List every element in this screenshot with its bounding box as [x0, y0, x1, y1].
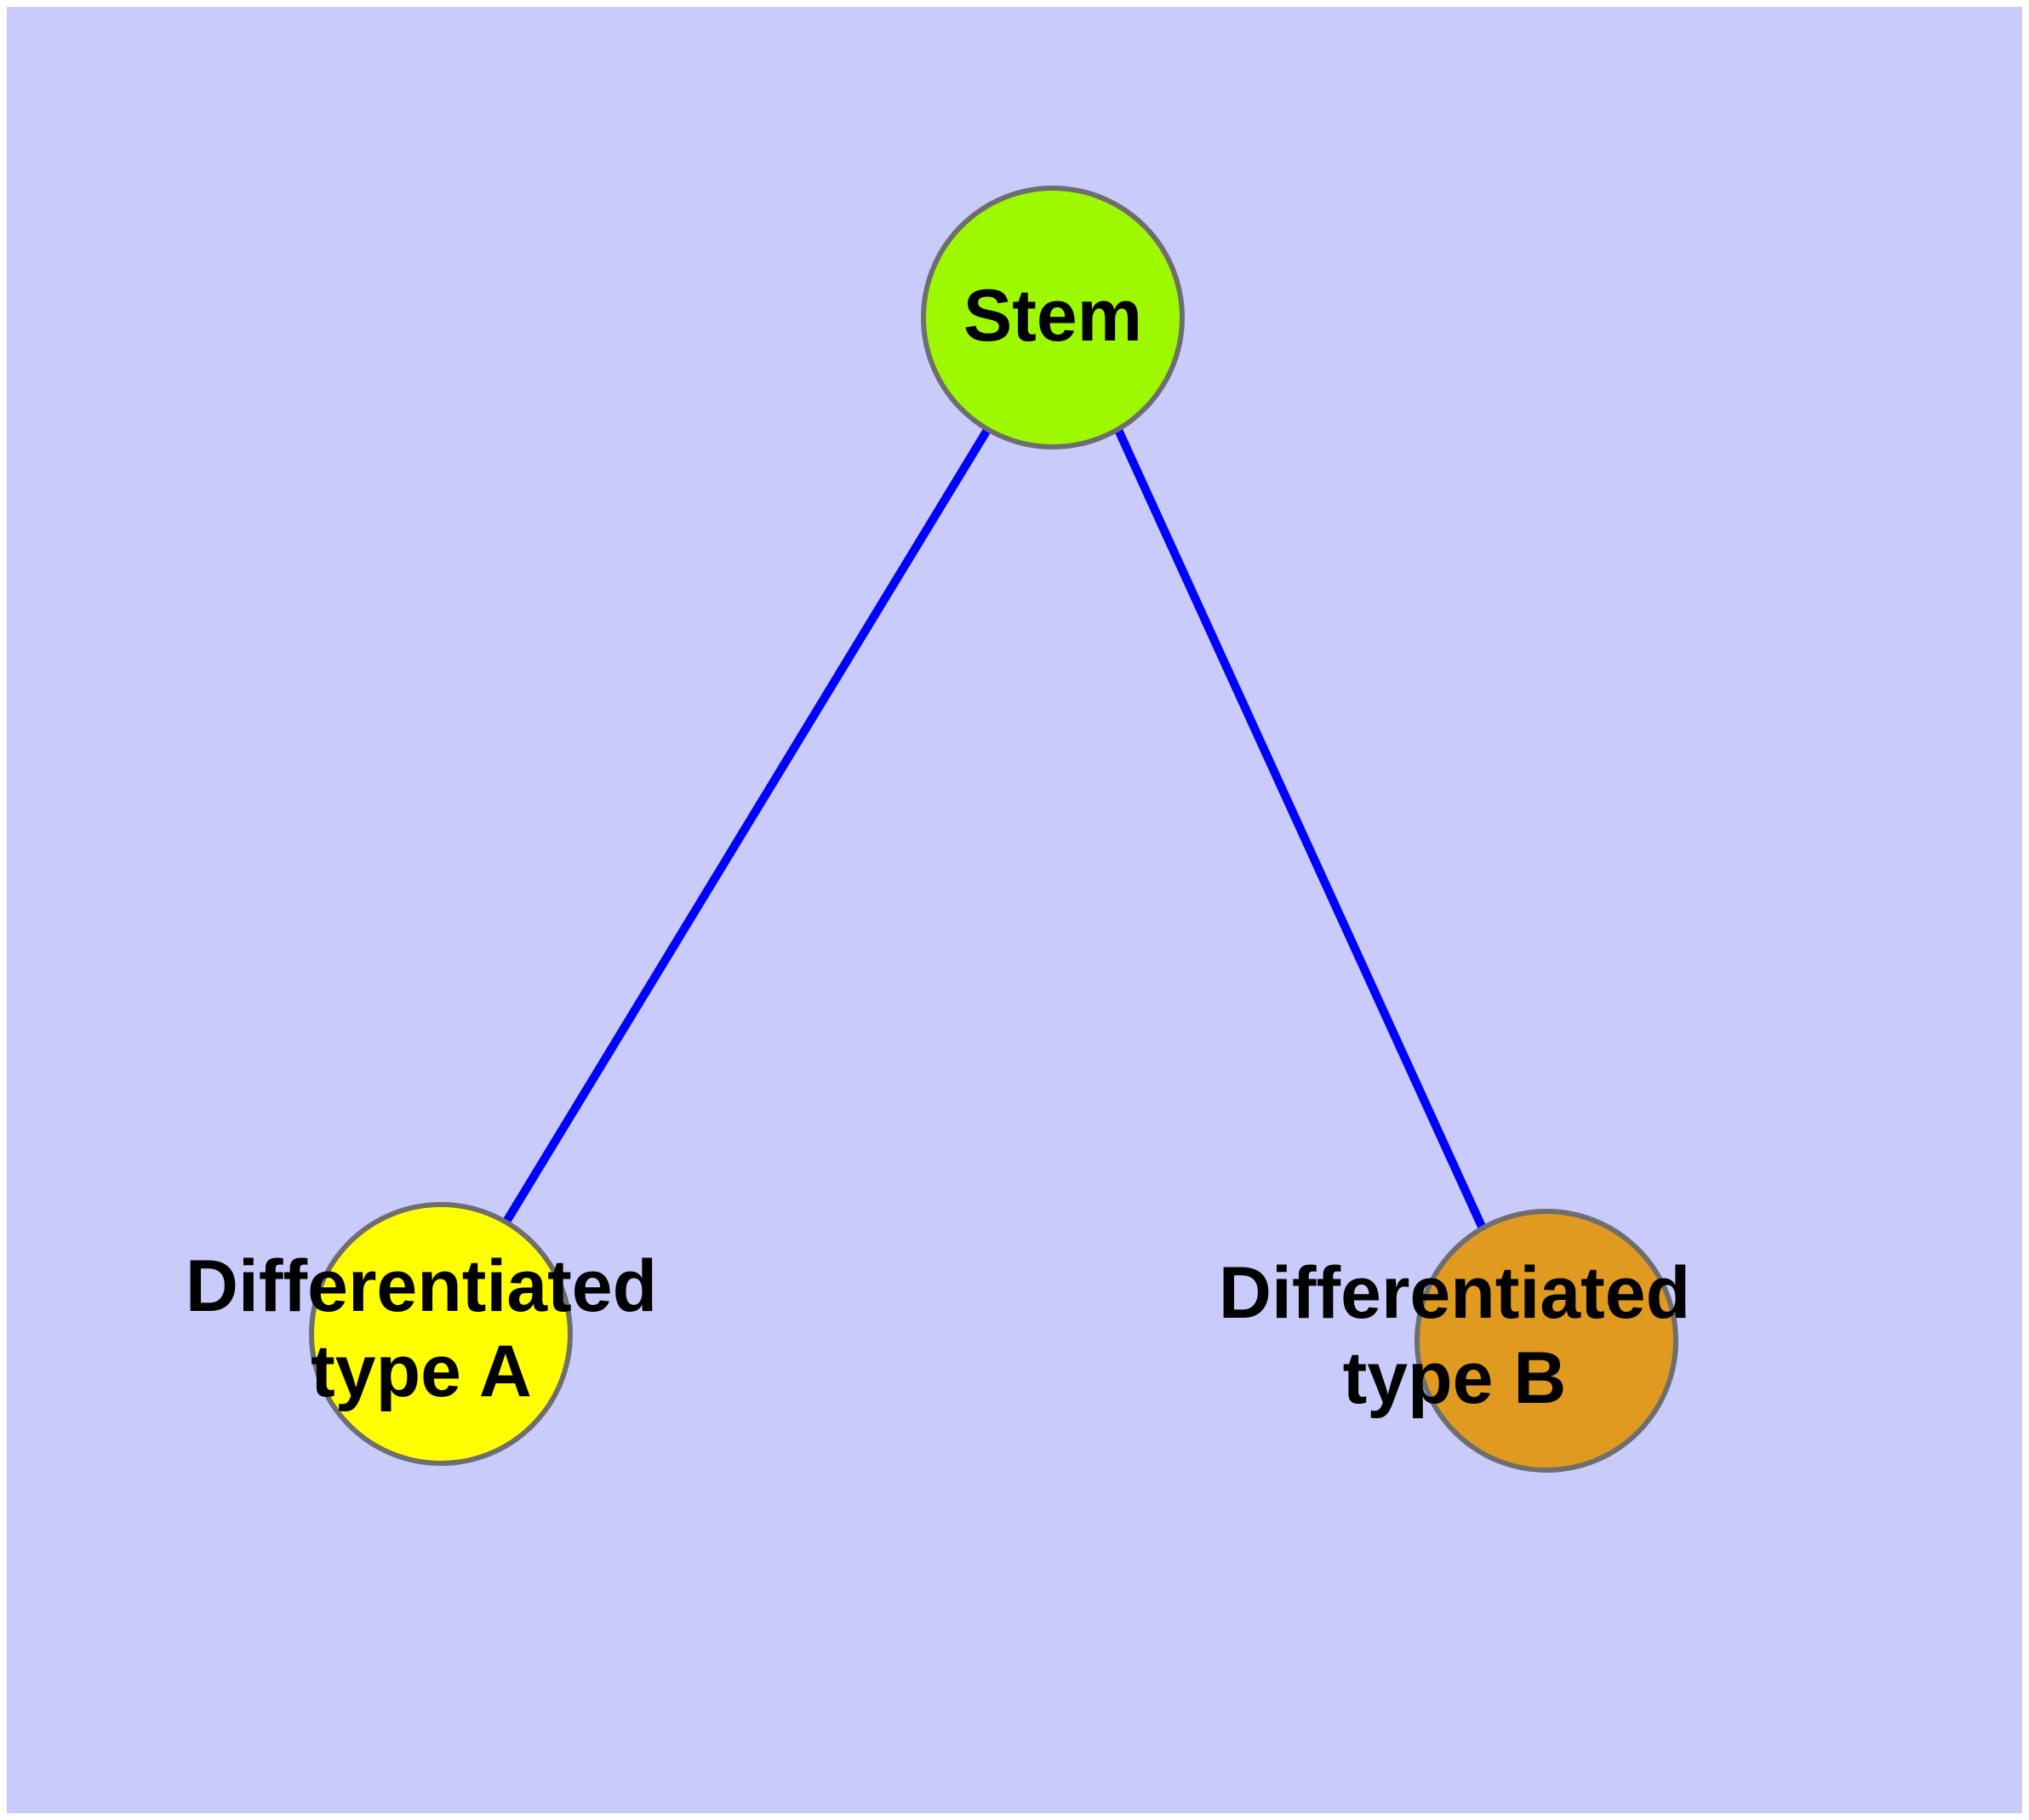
edge-stem-to-differentiated-type-a[interactable]	[502, 427, 992, 1224]
node-label-line: type A	[311, 1331, 532, 1412]
edge-group	[502, 427, 1487, 1231]
node-stem-label: Stem	[963, 275, 1142, 357]
node-label-line: type B	[1343, 1337, 1567, 1419]
node-stem-circle[interactable]	[921, 186, 1185, 449]
node-differentiated-type-a-circle[interactable]	[309, 1202, 573, 1466]
node-label-line: Stem	[963, 275, 1142, 357]
edge-stem-to-differentiated-type-b[interactable]	[1114, 427, 1487, 1231]
node-differentiated-type-b-circle[interactable]	[1415, 1209, 1678, 1473]
node-label-line: Differentiated	[186, 1245, 657, 1327]
node-label-line: Differentiated	[1219, 1252, 1690, 1334]
node-group	[309, 186, 1678, 1473]
